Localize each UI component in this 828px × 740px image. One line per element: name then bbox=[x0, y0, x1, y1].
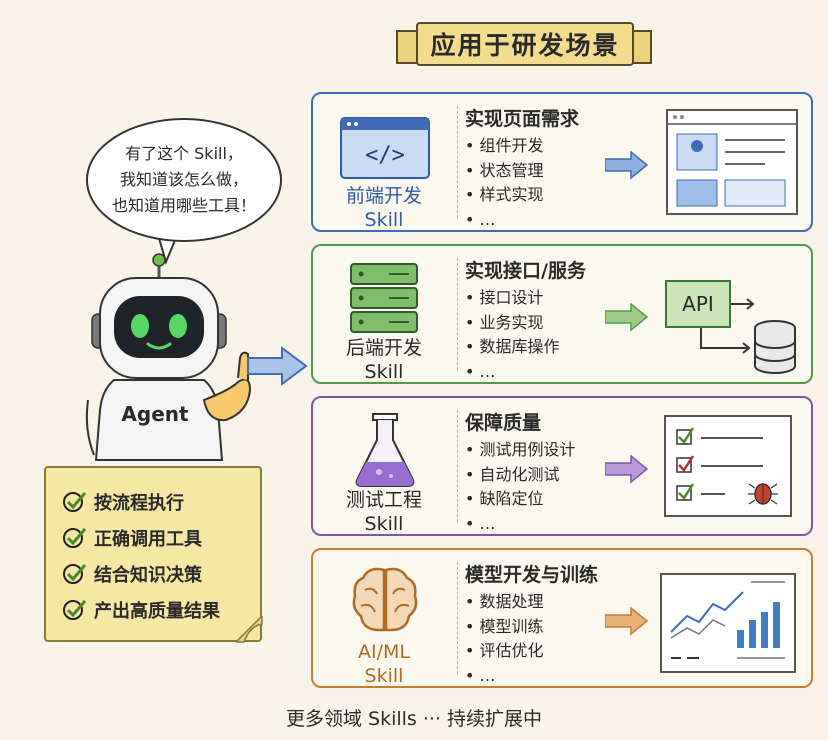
agent-arrow-icon bbox=[247, 346, 308, 386]
card-divider bbox=[457, 562, 458, 674]
card-title: 实现页面需求 bbox=[465, 108, 580, 130]
skill-name-line2: Skill bbox=[364, 209, 404, 231]
card-title: 实现接口/服务 bbox=[465, 260, 586, 282]
card-testing-skill: 测试工程 Skill 保障质量 测试用例设计 自动化测试 缺陷定位 … bbox=[311, 396, 813, 536]
api-box: API bbox=[665, 280, 731, 328]
list-item: … bbox=[465, 360, 560, 385]
svg-text:</>: </> bbox=[365, 143, 405, 168]
card-frontend-skill: </> 前端开发 Skill 实现页面需求 组件开发 状态管理 样式实现 … bbox=[311, 92, 813, 232]
footer-note: 更多领域 Skills ··· 持续扩展中 bbox=[285, 708, 543, 730]
code-window-icon: </> bbox=[340, 117, 430, 179]
list-item: 组件开发 bbox=[465, 134, 544, 159]
skill-name-line1: 前端开发 bbox=[345, 185, 422, 207]
bubble-line-1: 有了这个 Skill， bbox=[125, 144, 243, 163]
card-divider bbox=[457, 106, 458, 218]
list-item: 业务实现 bbox=[465, 311, 560, 336]
checklist-item: 产出高质量结果 bbox=[62, 592, 260, 628]
list-item: 测试用例设计 bbox=[465, 438, 576, 463]
webpage-mockup-icon bbox=[666, 109, 798, 215]
list-item: 自动化测试 bbox=[465, 463, 576, 488]
capability-checklist: 按流程执行 正确调用工具 结合知识决策 产出高质量结果 bbox=[44, 466, 262, 642]
bubble-line-3: 也知道用哪些工具！ bbox=[111, 196, 256, 215]
card-bullets: 组件开发 状态管理 样式实现 … bbox=[465, 134, 544, 232]
checklist-item: 正确调用工具 bbox=[62, 520, 260, 556]
arrow-right-icon bbox=[605, 302, 649, 332]
list-item: 模型训练 bbox=[465, 615, 544, 640]
list-item: 缺陷定位 bbox=[465, 487, 576, 512]
page-curl-icon bbox=[236, 616, 263, 643]
robot-agent-illustration bbox=[85, 253, 252, 461]
skill-name-line2: Skill bbox=[364, 361, 404, 383]
skill-name: 后端开发 Skill bbox=[321, 336, 447, 384]
list-item: … bbox=[465, 664, 544, 689]
list-item: 状态管理 bbox=[465, 159, 544, 184]
card-aiml-skill: AI/ML Skill 模型开发与训练 数据处理 模型训练 评估优化 … bbox=[311, 548, 813, 688]
skill-name-line2: Skill bbox=[364, 665, 404, 687]
skill-name: 测试工程 Skill bbox=[321, 488, 447, 536]
test-checklist-icon bbox=[664, 415, 792, 517]
arrow-right-icon bbox=[605, 150, 649, 180]
card-backend-skill: 后端开发 Skill 实现接口/服务 接口设计 业务实现 数据库操作 … API bbox=[311, 244, 813, 384]
card-divider bbox=[457, 258, 458, 370]
checklist-label: 结合知识决策 bbox=[94, 565, 202, 586]
arrow-right-icon bbox=[605, 606, 649, 636]
checklist-label: 正确调用工具 bbox=[94, 529, 202, 550]
flask-icon bbox=[355, 413, 415, 487]
server-stack-icon bbox=[350, 263, 418, 333]
card-title: 保障质量 bbox=[465, 412, 542, 434]
checklist-label: 按流程执行 bbox=[94, 493, 184, 514]
check-circle-icon bbox=[63, 600, 87, 620]
api-to-database-icon bbox=[700, 298, 796, 374]
list-item: 数据处理 bbox=[465, 590, 544, 615]
skill-name-line1: AI/ML bbox=[358, 641, 410, 663]
checklist-label: 产出高质量结果 bbox=[94, 601, 220, 622]
bubble-line-2: 我知道该怎么做， bbox=[119, 170, 248, 189]
checklist-item: 结合知识决策 bbox=[62, 556, 260, 592]
list-item: 评估优化 bbox=[465, 639, 544, 664]
speech-bubble: 有了这个 Skill， 我知道该怎么做， 也知道用哪些工具！ bbox=[86, 118, 282, 242]
card-divider bbox=[457, 410, 458, 522]
skill-name: 前端开发 Skill bbox=[321, 184, 447, 232]
brain-icon bbox=[352, 567, 418, 632]
checklist-item: 按流程执行 bbox=[62, 484, 260, 520]
skill-name-line1: 测试工程 bbox=[345, 489, 422, 511]
card-bullets: 测试用例设计 自动化测试 缺陷定位 … bbox=[465, 438, 576, 536]
training-chart-icon bbox=[660, 573, 796, 673]
page-title: 应用于研发场景 bbox=[416, 22, 634, 66]
list-item: 接口设计 bbox=[465, 286, 560, 311]
check-circle-icon bbox=[63, 492, 87, 512]
agent-label: Agent bbox=[121, 402, 189, 426]
card-bullets: 接口设计 业务实现 数据库操作 … bbox=[465, 286, 560, 384]
list-item: 样式实现 bbox=[465, 183, 544, 208]
skill-name: AI/ML Skill bbox=[321, 640, 447, 688]
list-item: … bbox=[465, 208, 544, 233]
skill-name-line1: 后端开发 bbox=[345, 337, 422, 359]
skill-name-line2: Skill bbox=[364, 513, 404, 535]
list-item: … bbox=[465, 512, 576, 537]
arrow-right-icon bbox=[605, 454, 649, 484]
card-bullets: 数据处理 模型训练 评估优化 … bbox=[465, 590, 544, 688]
list-item: 数据库操作 bbox=[465, 335, 560, 360]
check-circle-icon bbox=[63, 528, 87, 548]
card-title: 模型开发与训练 bbox=[465, 564, 599, 586]
check-circle-icon bbox=[63, 564, 87, 584]
